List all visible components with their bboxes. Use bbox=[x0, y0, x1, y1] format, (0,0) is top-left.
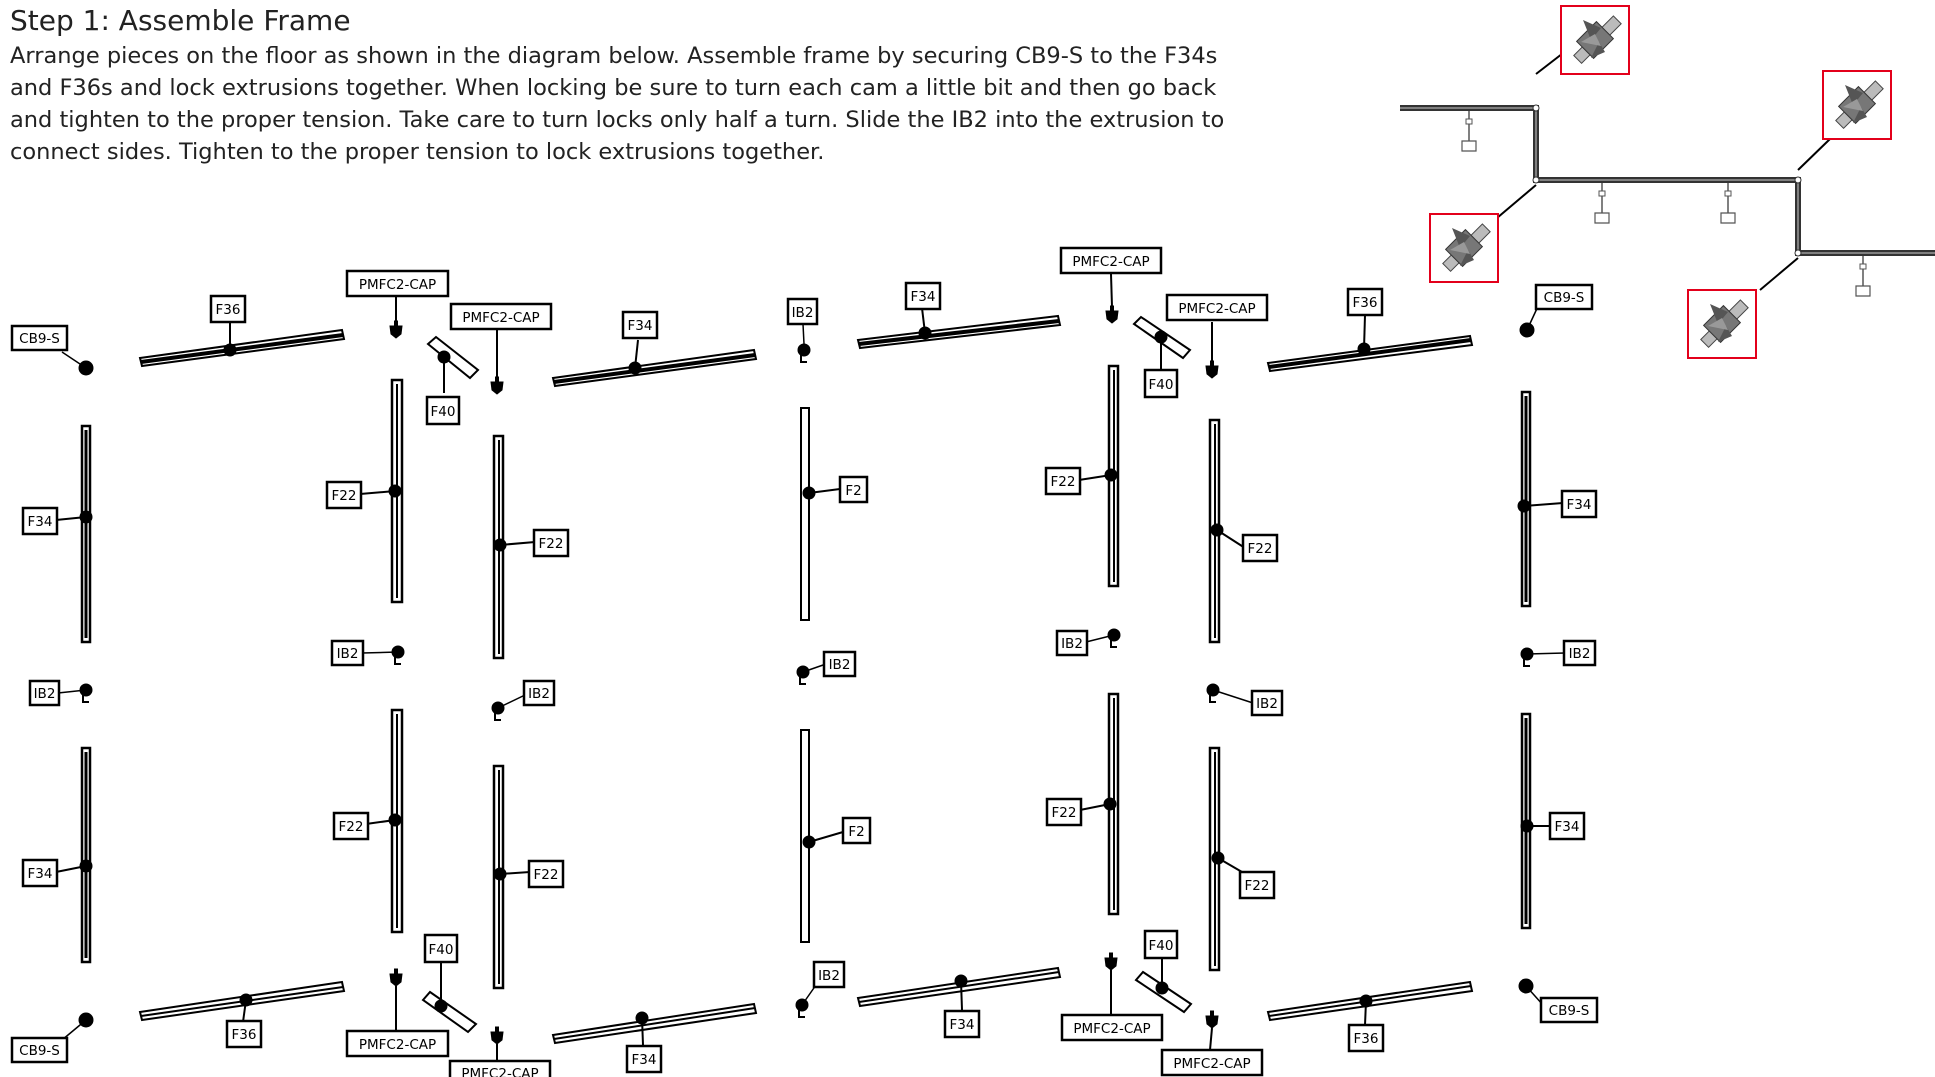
label-f40: F40 bbox=[431, 404, 456, 420]
label-f2: F2 bbox=[848, 824, 864, 840]
label-ib2: IB2 bbox=[792, 305, 814, 321]
corner-detail-icon bbox=[1429, 213, 1499, 283]
column-9: F36 F36 bbox=[1266, 287, 1474, 1053]
label-ib2: IB2 bbox=[528, 686, 550, 702]
column-5: IB2 F2 IB2 F2 IB2 bbox=[786, 297, 872, 1018]
label-pmfc2-cap: PMFC2-CAP bbox=[359, 1037, 436, 1053]
pmfc-cap bbox=[1205, 360, 1219, 379]
label-f34: F34 bbox=[28, 514, 53, 530]
instruction-header: Step 1: Assemble Frame Arrange pieces on… bbox=[10, 2, 1240, 168]
label-f34: F34 bbox=[911, 289, 936, 305]
step-title: Step 1: Assemble Frame bbox=[10, 4, 351, 37]
label-f40: F40 bbox=[1149, 938, 1174, 954]
label-f22: F22 bbox=[1248, 541, 1273, 557]
label-pmfc2-cap: PMFC2-CAP bbox=[1073, 1021, 1150, 1037]
label-cb9s: CB9-S bbox=[1549, 1003, 1590, 1019]
hanger-icon bbox=[1855, 255, 1871, 297]
ib2-connector bbox=[1520, 647, 1534, 667]
label-f40: F40 bbox=[429, 942, 454, 958]
label-pmfc2-cap: PMFC2-CAP bbox=[1072, 254, 1149, 270]
label-pmfc2-cap: PMFC2-CAP bbox=[359, 277, 436, 293]
label-f22: F22 bbox=[339, 819, 364, 835]
ib2-connector bbox=[391, 645, 405, 665]
label-ib2: IB2 bbox=[829, 657, 851, 673]
ib2-connector bbox=[797, 343, 811, 363]
ib2-connector bbox=[1107, 628, 1121, 648]
pmfc-cap bbox=[1104, 952, 1118, 971]
label-cb9s: CB9-S bbox=[19, 331, 60, 347]
column-3: PMFC2-CAP F40 PMFC2-CAP F22 IB2 bbox=[345, 269, 570, 1077]
pmfc-cap bbox=[490, 376, 504, 395]
pieces-layout: CB9-S F34 IB2 F34 CB9-S bbox=[10, 246, 1599, 1077]
column-2: F36 F22 IB2 F22 F36 bbox=[138, 294, 405, 1049]
label-f36: F36 bbox=[232, 1027, 257, 1043]
label-f34: F34 bbox=[950, 1017, 975, 1033]
label-ib2: IB2 bbox=[818, 968, 840, 984]
corner-detail-icon bbox=[1560, 5, 1630, 75]
label-f22: F22 bbox=[1245, 878, 1270, 894]
ib2-connector bbox=[796, 665, 810, 685]
label-ib2: IB2 bbox=[1256, 696, 1278, 712]
label-pmfc2-cap: PMFC2-CAP bbox=[1173, 1056, 1250, 1072]
step-instructions: Arrange pieces on the floor as shown in … bbox=[10, 43, 1225, 165]
assembled-frame-preview bbox=[1400, 5, 1935, 359]
label-cb9s: CB9-S bbox=[19, 1043, 60, 1059]
ib2-connector bbox=[491, 701, 505, 721]
ib2-connector bbox=[79, 683, 93, 703]
label-f34: F34 bbox=[1567, 497, 1592, 513]
label-f36: F36 bbox=[1353, 295, 1378, 311]
label-pmfc2-cap: PMFC2-CAP bbox=[462, 310, 539, 326]
column-1: CB9-S F34 IB2 F34 CB9-S bbox=[10, 324, 94, 1064]
column-8: F40 PMFC2-CAP F22 IB2 F22 bbox=[1132, 293, 1284, 1077]
label-f34: F34 bbox=[632, 1052, 657, 1068]
extrusion-f2 bbox=[800, 407, 810, 621]
label-f22: F22 bbox=[332, 488, 357, 504]
label-f34: F34 bbox=[1555, 819, 1580, 835]
pmfc-cap bbox=[1205, 1010, 1219, 1029]
hanger-icon bbox=[1594, 182, 1610, 224]
label-f36: F36 bbox=[216, 302, 241, 318]
label-f22: F22 bbox=[539, 536, 564, 552]
corner-detail-icon bbox=[1687, 289, 1757, 359]
label-f22: F22 bbox=[534, 867, 559, 883]
ib2-connector bbox=[1206, 683, 1220, 703]
hanger-icon bbox=[1461, 110, 1477, 152]
label-f34: F34 bbox=[28, 866, 53, 882]
label-f2: F2 bbox=[845, 483, 861, 499]
column-4: F34 F34 bbox=[551, 310, 758, 1074]
corner-detail-icon bbox=[1822, 70, 1892, 140]
label-f40: F40 bbox=[1149, 377, 1174, 393]
column-6: F34 F34 bbox=[856, 281, 1062, 1039]
label-ib2: IB2 bbox=[1569, 646, 1591, 662]
pmfc-cap bbox=[389, 320, 403, 339]
pmfc-cap bbox=[490, 1026, 504, 1045]
label-f22: F22 bbox=[1051, 474, 1076, 490]
label-ib2: IB2 bbox=[1061, 636, 1083, 652]
column-7: PMFC2-CAP F22 IB2 F22 PMFC2-CAP bbox=[1044, 246, 1164, 1042]
column-10: CB9-S F34 IB2 F34 CB9-S bbox=[1517, 283, 1599, 1024]
label-ib2: IB2 bbox=[337, 646, 359, 662]
label-ib2: IB2 bbox=[34, 686, 56, 702]
label-f22: F22 bbox=[1052, 805, 1077, 821]
label-cb9s: CB9-S bbox=[1544, 290, 1585, 306]
label-f36: F36 bbox=[1354, 1031, 1379, 1047]
label-pmfc2-cap: PMFC2-CAP bbox=[1178, 301, 1255, 317]
pmfc-cap bbox=[1105, 305, 1119, 324]
label-f34: F34 bbox=[628, 318, 653, 334]
ib2-connector bbox=[795, 998, 809, 1018]
pmfc-cap bbox=[389, 968, 403, 987]
hanger-icon bbox=[1720, 182, 1736, 224]
label-pmfc2-cap: PMFC2-CAP bbox=[461, 1066, 538, 1077]
